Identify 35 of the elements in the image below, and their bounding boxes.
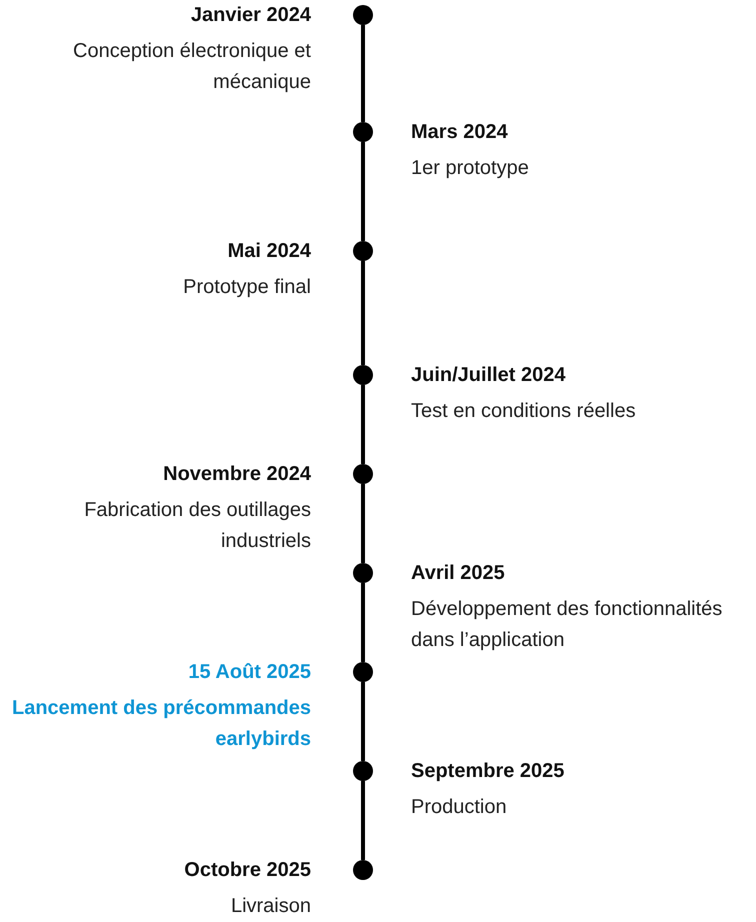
milestone-date: Mai 2024 [228, 239, 311, 264]
milestone-date: Avril 2025 [411, 561, 506, 586]
timeline-line [361, 781, 365, 860]
timeline-dot [353, 464, 373, 484]
timeline-line [361, 25, 365, 122]
timeline-dot [353, 662, 373, 682]
milestone-description: 1er prototype [411, 156, 530, 181]
milestone-description: Fabrication des outillages industriels [83, 498, 311, 554]
timeline-dot [353, 5, 373, 25]
timeline-dot [353, 761, 373, 781]
milestone-description: Livraison [230, 894, 311, 919]
milestone-date: Janvier 2024 [190, 3, 311, 28]
timeline-dot [353, 365, 373, 385]
timeline-line [361, 583, 365, 662]
milestone-date: Novembre 2024 [163, 462, 311, 487]
milestone-description: Test en conditions réelles [411, 399, 637, 424]
milestone-description: Production [411, 795, 508, 820]
timeline-line [361, 484, 365, 563]
milestone-description: Développement des fonctionnalités dans l’application [411, 597, 724, 653]
milestone-date: Septembre 2025 [411, 759, 566, 784]
timeline-line [361, 142, 365, 241]
timeline-dot [353, 860, 373, 880]
timeline-dot [353, 122, 373, 142]
milestone-description: Conception électronique et mécanique [72, 39, 311, 95]
milestone-date: Mars 2024 [411, 120, 509, 145]
timeline-line [361, 385, 365, 464]
milestone-description: Lancement des précommandes earlybirds [11, 696, 311, 752]
timeline-line [361, 261, 365, 365]
timeline-dot [353, 563, 373, 583]
milestone-date: Octobre 2025 [184, 858, 311, 883]
timeline-dot [353, 241, 373, 261]
milestone-date: Juin/Juillet 2024 [411, 363, 567, 388]
timeline-line [361, 682, 365, 761]
milestone-date: 15 Août 2025 [188, 660, 311, 685]
milestone-description: Prototype final [183, 275, 311, 300]
